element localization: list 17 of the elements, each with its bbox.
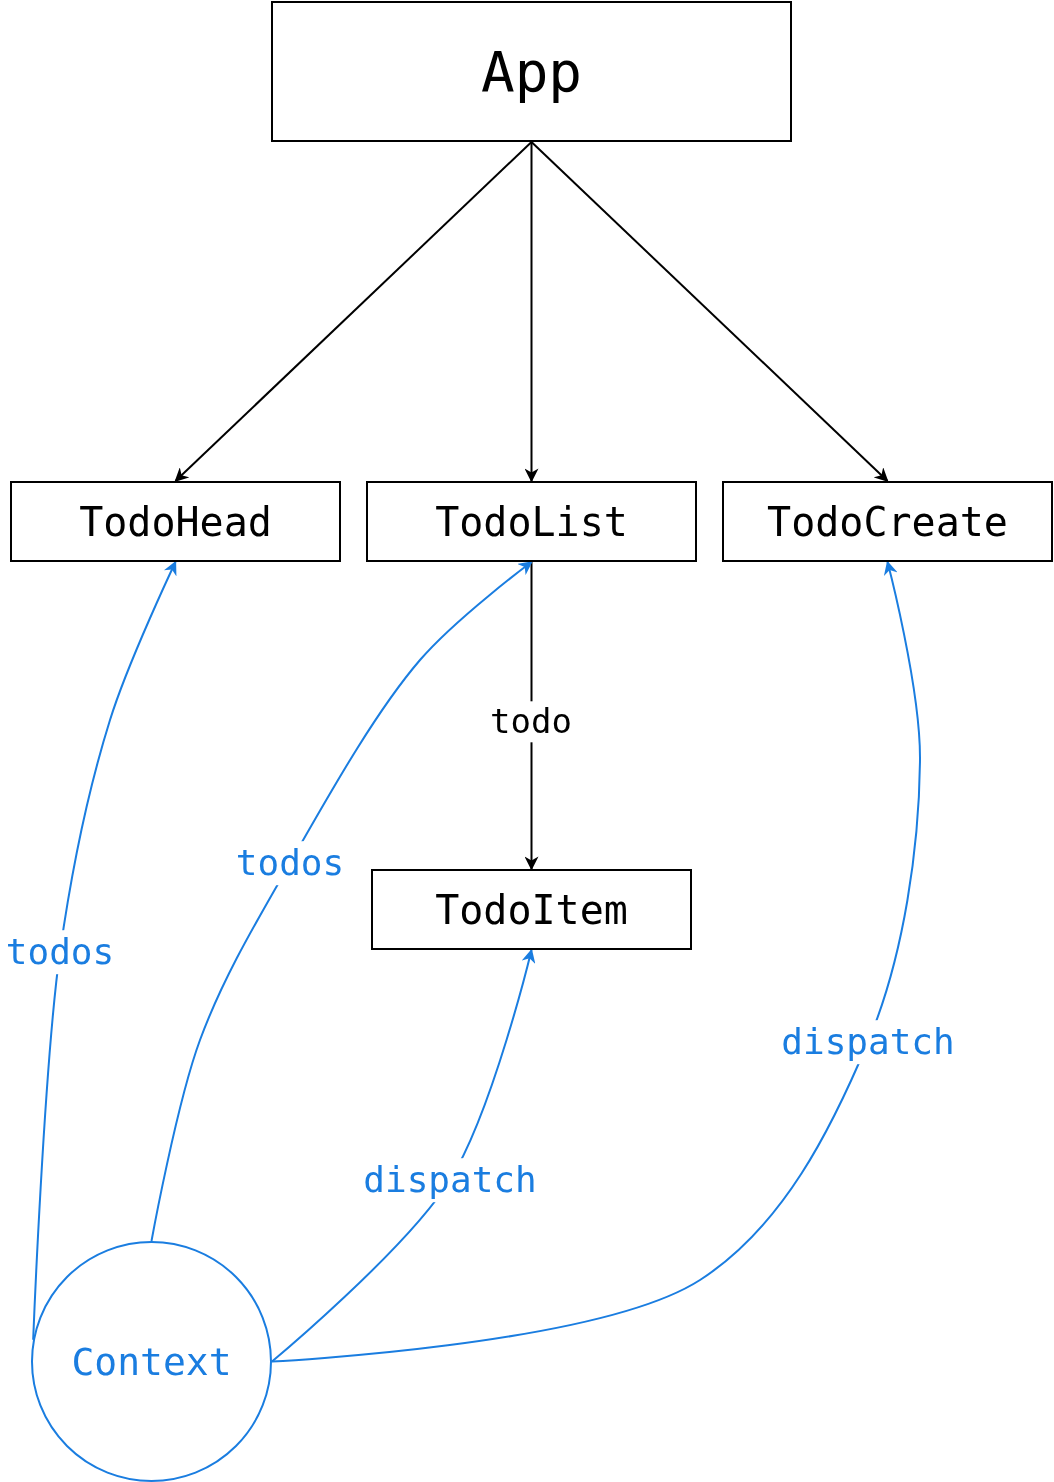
node-label: TodoHead (79, 498, 272, 545)
component-box (10, 481, 341, 562)
component-box (371, 869, 692, 950)
data-flow-arrow (271, 948, 536, 1363)
data-flow-arrow (271, 560, 921, 1363)
component-box (366, 481, 697, 562)
arrow (174, 141, 533, 482)
arrow (524, 141, 539, 483)
component-box (722, 481, 1053, 562)
data-flow-arrow (150, 561, 533, 1242)
node-label: App (480, 39, 583, 104)
node-label: TodoList (435, 498, 628, 545)
node-label: TodoCreate (767, 498, 1008, 545)
node-label: TodoItem (435, 886, 628, 933)
arrow (530, 141, 889, 482)
node-label: Context (71, 1339, 232, 1384)
component-box (271, 1, 792, 142)
